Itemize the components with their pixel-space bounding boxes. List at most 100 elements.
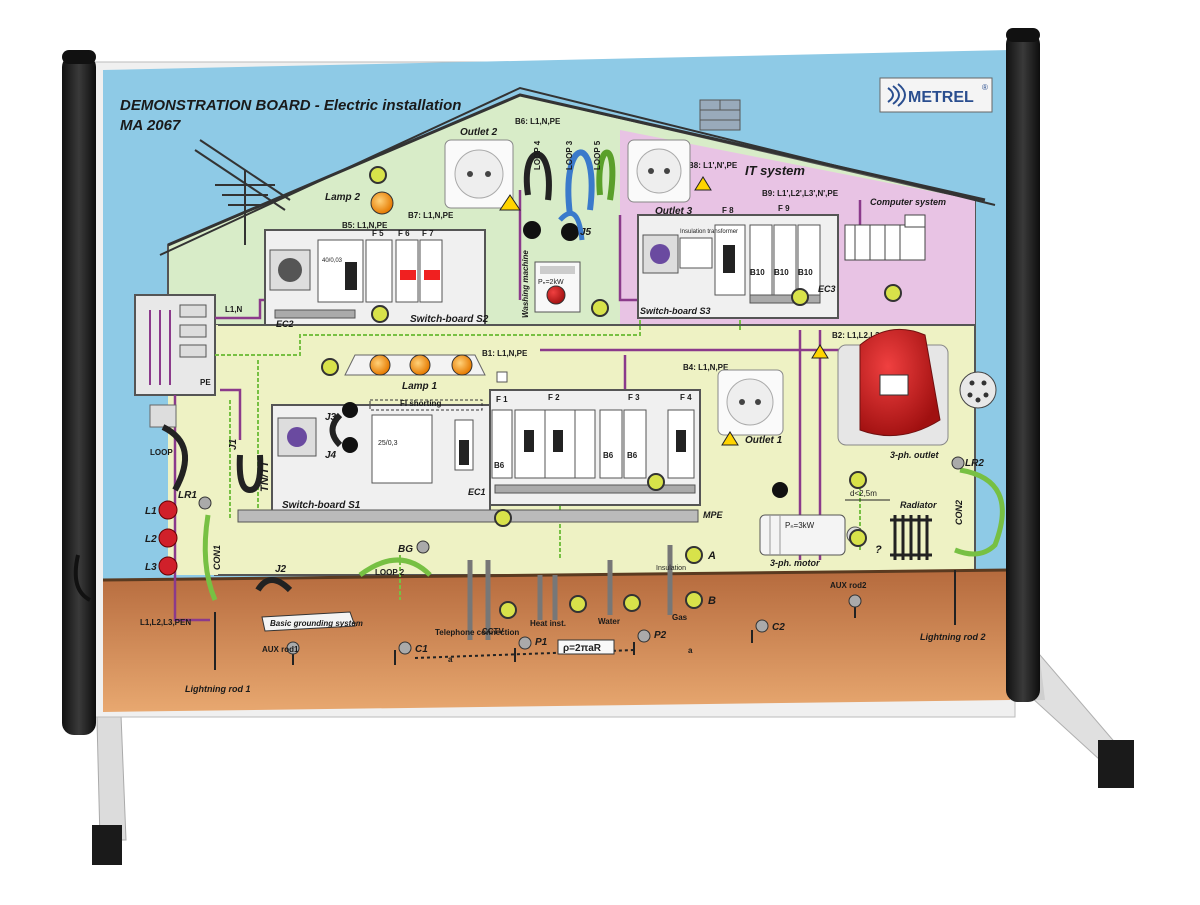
breaker-f9-c[interactable] xyxy=(797,224,821,296)
jumper-j2[interactable] xyxy=(255,577,293,593)
jack-j3[interactable] xyxy=(342,402,358,418)
washing-machine-label: Washing machine xyxy=(521,250,530,318)
wire-label-b6: B6: L1,N,PE xyxy=(515,117,561,126)
wire-label-b8: B8: L1',N',PE xyxy=(688,161,738,170)
breaker-f3-b[interactable] xyxy=(623,409,647,479)
fuse-label-f9: F 9 xyxy=(778,204,790,213)
probe-c2[interactable] xyxy=(755,619,769,633)
breaker-f5[interactable] xyxy=(365,239,393,303)
breaker-f9-a[interactable] xyxy=(749,224,773,296)
it-system-label: IT system xyxy=(745,163,805,178)
test-socket-washing[interactable] xyxy=(591,299,609,317)
motor-label: 3-ph. motor xyxy=(770,558,820,568)
chimney xyxy=(699,99,741,131)
lamp-1[interactable] xyxy=(321,354,486,376)
b-label: B xyxy=(708,595,716,607)
jack-motor[interactable] xyxy=(772,482,788,498)
outlet-3[interactable] xyxy=(627,139,691,203)
fuse-label-f6: F 6 xyxy=(398,229,410,238)
test-socket-computer[interactable] xyxy=(884,284,902,302)
terminal-l2[interactable] xyxy=(158,528,178,548)
warning-icon-3ph xyxy=(811,344,829,359)
test-socket-ec1[interactable] xyxy=(647,473,665,491)
test-socket-a[interactable] xyxy=(685,546,703,564)
probe-p1[interactable] xyxy=(518,636,532,650)
fuse-label-f8: F 8 xyxy=(722,206,734,215)
junction-box xyxy=(496,371,508,383)
telephone-label: Telephone connection xyxy=(435,628,519,637)
aux-rod1-label: AUX rod1 xyxy=(262,645,299,654)
loop5-label: LOOP 5 xyxy=(593,140,602,170)
washing-machine-power: Pₙ=2kW xyxy=(538,279,564,286)
warning-icon-outlet1 xyxy=(721,431,739,446)
probe-c1[interactable] xyxy=(398,641,412,655)
probe-aux-rod1[interactable] xyxy=(286,641,300,655)
jumper-j3-j4[interactable] xyxy=(329,412,343,448)
test-socket-radiator-b[interactable] xyxy=(849,529,867,547)
switchboard-s3-label: Switch-board S3 xyxy=(640,306,711,316)
three-phase-outlet-label: 3-ph. outlet xyxy=(890,450,939,460)
switchboard-s1-label: Switch-board S1 xyxy=(282,500,361,511)
test-socket-b[interactable] xyxy=(685,591,703,609)
lamp-2[interactable] xyxy=(369,166,394,215)
loop-2-cable[interactable] xyxy=(358,557,432,578)
j3-label: J3 xyxy=(325,412,337,423)
test-socket-heat[interactable] xyxy=(569,595,587,613)
fuse-label-f5: F 5 xyxy=(372,229,384,238)
jumper-j5[interactable] xyxy=(523,210,585,241)
breaker-f9-b[interactable] xyxy=(773,224,797,296)
b10-label-c: B10 xyxy=(798,268,813,277)
breaker-f3-a[interactable] xyxy=(599,409,623,479)
warning-icon xyxy=(499,194,521,211)
terminal-l1[interactable] xyxy=(158,500,178,520)
test-socket-radiator-a[interactable] xyxy=(849,471,867,489)
jack-j4[interactable] xyxy=(342,437,358,453)
b6-label-b: B6 xyxy=(603,451,614,460)
rcd-s1[interactable] xyxy=(371,414,433,484)
test-socket-s2[interactable] xyxy=(371,305,389,323)
connector-con2-cable[interactable] xyxy=(954,467,1005,557)
test-socket-telephone[interactable] xyxy=(499,601,517,619)
breaker-f2-c[interactable] xyxy=(574,409,596,479)
wire-label-b1: B1: L1,N,PE xyxy=(482,349,528,358)
switchboard-s2-label: Switch-board S2 xyxy=(410,314,489,325)
test-socket-s3[interactable] xyxy=(791,288,809,306)
rcd-s2-rating: 40/0,03 xyxy=(322,258,343,264)
motor-power-label: Pₙ=3kW xyxy=(785,521,815,530)
terminal-bg[interactable] xyxy=(416,540,430,554)
fuse-label-f2: F 2 xyxy=(548,393,560,402)
test-socket-water[interactable] xyxy=(623,594,641,612)
terminal-lr1[interactable] xyxy=(198,496,212,510)
lightning-rod-2-label: Lightning rod 2 xyxy=(920,632,986,642)
outlet-1[interactable] xyxy=(717,369,784,436)
loop-cables[interactable] xyxy=(523,149,616,216)
warning-icon-it xyxy=(694,176,712,191)
probe-aux-rod2[interactable] xyxy=(848,594,862,608)
p2-label: P2 xyxy=(654,630,667,641)
test-socket-lamp1[interactable] xyxy=(321,358,339,376)
wire-label-b5: B5: L1,N,PE xyxy=(342,221,388,230)
b6-label-a: B6 xyxy=(494,461,505,470)
j4-label: J4 xyxy=(325,450,337,461)
loop-label: LOOP xyxy=(150,448,173,457)
test-socket-lamp2[interactable] xyxy=(369,166,387,184)
insulation-transformer xyxy=(679,237,713,269)
jumper-j1[interactable] xyxy=(236,454,264,494)
outlet-2[interactable] xyxy=(444,139,514,209)
connector-con1-cable[interactable] xyxy=(202,514,218,601)
computer-system-label: Computer system xyxy=(870,197,946,207)
loop3-label: LOOP 3 xyxy=(565,140,574,170)
rcd-s1-rating: 25/0,3 xyxy=(378,440,398,447)
gas-label: Gas xyxy=(672,613,688,622)
probe-p2[interactable] xyxy=(637,629,651,643)
terminal-l3[interactable] xyxy=(158,556,178,576)
lamp-2-label: Lamp 2 xyxy=(325,192,360,203)
loop-left-cable[interactable] xyxy=(149,404,189,492)
fi-shorting-label: FI shorting xyxy=(400,399,441,408)
three-phase-outlet[interactable] xyxy=(837,328,949,446)
test-socket-mpe[interactable] xyxy=(494,509,512,527)
breaker-f1[interactable] xyxy=(491,409,513,479)
terminal-lr2[interactable] xyxy=(951,456,965,470)
ec1-label: EC1 xyxy=(468,487,486,497)
